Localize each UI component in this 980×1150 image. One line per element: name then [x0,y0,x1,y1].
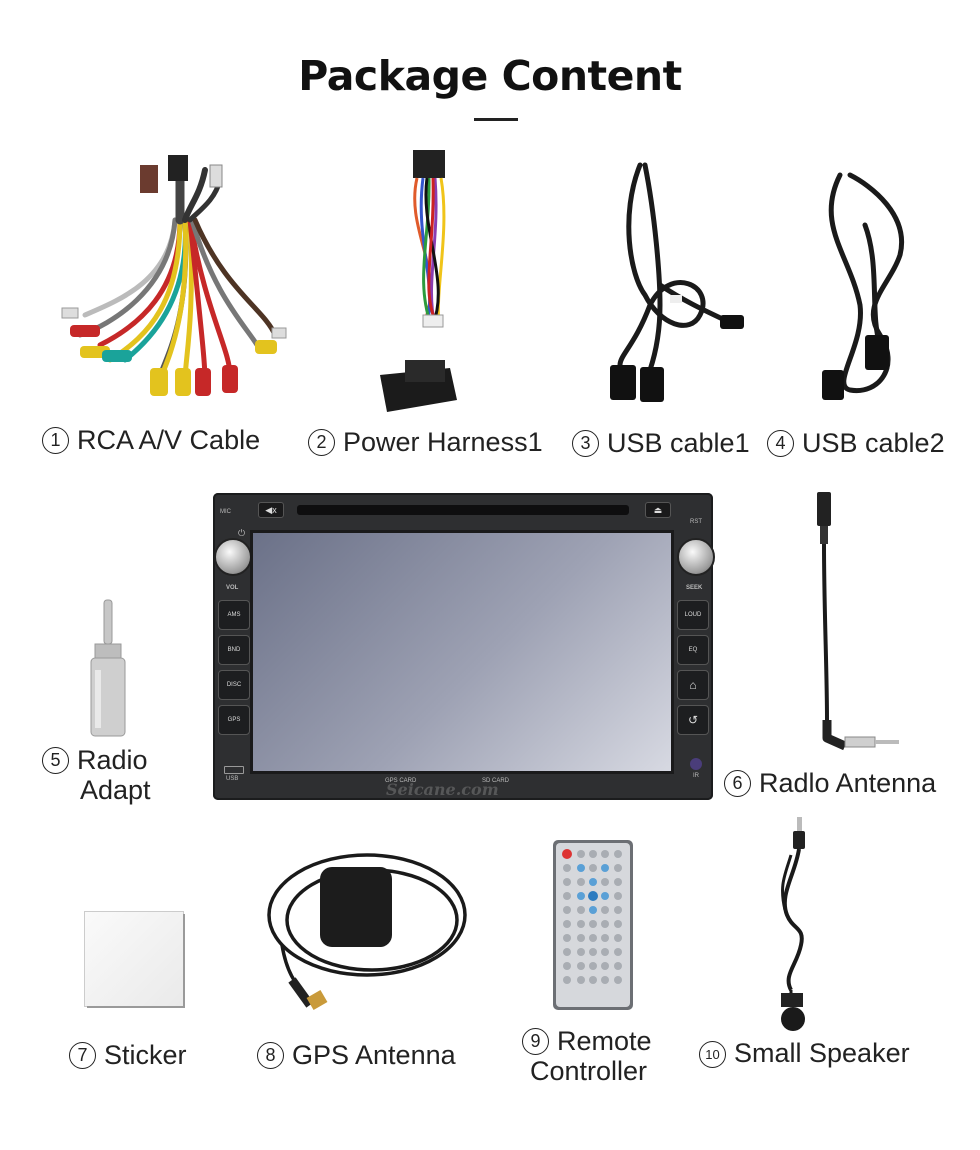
power-harness-image [380,150,457,412]
usb-port-label: USB [226,776,239,782]
item-number-badge: 4 [767,430,794,457]
eject-icon[interactable]: ⏏ [645,502,671,518]
sticker-image [85,912,183,1006]
seek-knob[interactable] [677,538,715,576]
gps-card-label: GPS CARD [385,778,417,784]
item-number-badge: 8 [257,1042,284,1069]
item-number-badge: 6 [724,770,751,797]
item-number-badge: 7 [69,1042,96,1069]
radio-adapter-image [90,599,126,737]
sd-card-label: SD CARD [482,778,510,784]
item-number-badge: 1 [42,427,69,454]
ir-label: IR [693,773,699,779]
disc-button[interactable]: DISC [218,670,250,700]
volume-knob[interactable] [214,538,252,576]
power-icon: ⏻ [238,528,246,538]
page-title: Package Content [298,52,682,100]
item-number-badge: 3 [572,430,599,457]
gps-button[interactable]: GPS [218,705,250,735]
remote-controller-image [553,840,633,1010]
left-button-column: AMS BND DISC GPS [218,600,250,740]
eq-button[interactable]: EQ [677,635,709,665]
usb-cable1-image [610,162,744,402]
item-number-badge: 10 [699,1041,726,1068]
home-icon[interactable]: ⌂ [677,670,709,700]
head-unit-rst-label: RST [690,519,702,525]
watermark: Seicane.com [386,780,499,799]
title-underline [474,118,518,121]
gps-antenna-image [267,853,467,1011]
item-number-badge: 9 [522,1028,549,1055]
loud-button[interactable]: LOUD [677,600,709,630]
back-icon[interactable]: ↺ [677,705,709,735]
mute-icon[interactable]: ◀x [258,502,284,518]
head-unit-mic-label: MIC [220,509,231,515]
item-number-badge: 2 [308,429,335,456]
right-button-column: LOUD EQ ⌂ ↺ [677,600,709,740]
usb-cable2-image [822,172,905,400]
rca-av-cable-image [61,155,287,396]
ir-sensor [690,758,702,770]
seek-label: SEEK [686,585,703,591]
vol-label: VOL [226,585,239,591]
radio-antenna-image [817,492,899,751]
small-speaker-image [781,817,805,1031]
head-unit-screen[interactable] [250,530,674,774]
bnd-button[interactable]: BND [218,635,250,665]
usb-port[interactable] [224,766,244,774]
item-number-badge: 5 [42,747,69,774]
head-unit-disc-slot [297,505,629,515]
ams-button[interactable]: AMS [218,600,250,630]
